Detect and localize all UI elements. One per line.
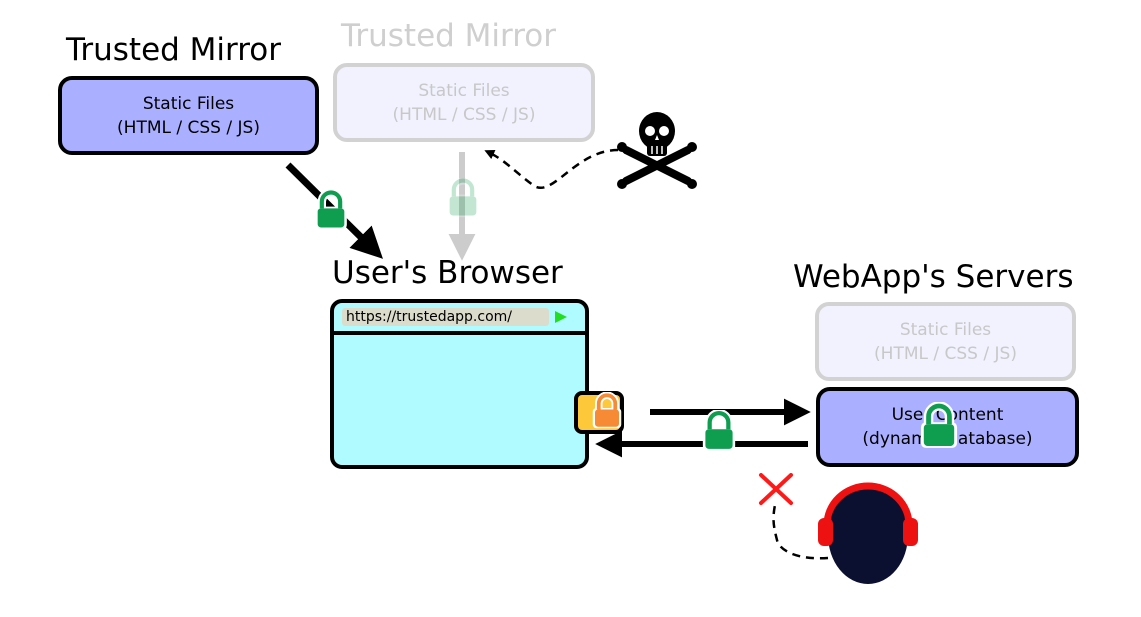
lock-icon	[921, 406, 957, 448]
lock-icon	[703, 413, 735, 450]
browser-title: User's Browser	[332, 255, 563, 291]
lock-icon	[315, 193, 347, 230]
blocked-x-icon	[759, 473, 793, 505]
trusted-static-files-label: Static Files	[142, 93, 235, 114]
compromised-static-files-box: Static Files (HTML / CSS / JS)	[333, 63, 595, 142]
browser-window: https://trustedapp.com/	[330, 299, 589, 469]
compromised-static-files-types: (HTML / CSS / JS)	[392, 104, 536, 125]
server-static-files-label: Static Files	[899, 319, 992, 340]
server-static-files-box: Static Files (HTML / CSS / JS)	[815, 302, 1076, 381]
servers-title: WebApp's Servers	[793, 259, 1074, 295]
skull-crossbones-icon	[617, 112, 697, 189]
compromised-static-files-label: Static Files	[418, 80, 510, 101]
browser-url-field: https://trustedapp.com/	[342, 308, 549, 326]
go-arrow-icon	[555, 311, 567, 323]
browser-address-bar: https://trustedapp.com/	[334, 303, 585, 335]
lock-icon	[593, 395, 622, 428]
server-static-files-types: (HTML / CSS / JS)	[874, 343, 1017, 364]
trusted-mirror-title: Trusted Mirror	[66, 32, 282, 68]
attacker-tamper-arrow	[484, 148, 619, 189]
eavesdropper-icon	[818, 482, 918, 584]
trusted-static-files-box: Static Files (HTML / CSS / JS)	[58, 76, 319, 155]
trusted-static-files-types: (HTML / CSS / JS)	[117, 117, 260, 138]
eavesdrop-attempt-line	[772, 504, 829, 560]
compromised-mirror-title: Trusted Mirror	[341, 18, 557, 54]
